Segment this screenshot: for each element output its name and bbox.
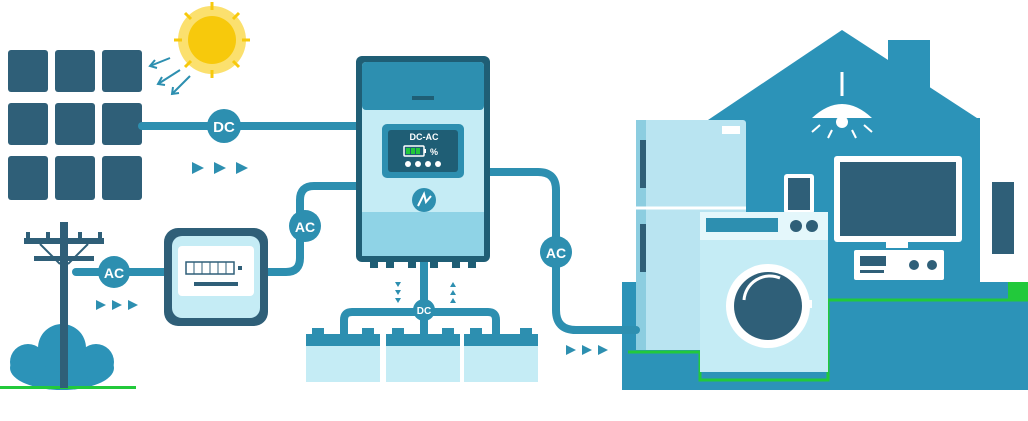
stereo-icon xyxy=(854,250,944,280)
connector-dc-solar: DC xyxy=(207,109,241,143)
label-meter: Meter xyxy=(200,344,232,358)
connector-ac-meter: AC xyxy=(289,210,321,242)
label-battery: Battery xyxy=(404,398,443,412)
svg-text:DC: DC xyxy=(213,119,235,136)
tv-icon xyxy=(834,156,962,248)
inverter-icon xyxy=(356,56,490,268)
connector-ac-grid: AC xyxy=(98,256,130,288)
battery-icon xyxy=(306,328,538,382)
sun-icon xyxy=(174,2,250,78)
svg-text:AC: AC xyxy=(295,219,315,235)
svg-text:AC: AC xyxy=(546,245,566,261)
speaker-icon xyxy=(784,174,814,214)
power-pole-icon xyxy=(0,222,136,390)
connector-ac-load: AC xyxy=(540,236,572,268)
svg-text:DC: DC xyxy=(417,306,431,317)
battery-flow-arrows xyxy=(395,282,456,303)
inverter-display-mode: DC-AC xyxy=(410,132,439,142)
meter-icon xyxy=(164,228,268,326)
tower-speaker-icon xyxy=(986,174,1020,280)
inverter-display-percent: % xyxy=(430,147,438,157)
connector-dc-battery: DC xyxy=(413,299,435,321)
solar-panel-icon xyxy=(8,50,142,200)
sun-rays xyxy=(148,57,191,96)
label-home: Home appliances & loads xyxy=(761,398,899,412)
label-solar-panel: Solar panels xyxy=(41,6,109,20)
washing-machine-icon xyxy=(700,212,828,372)
flow-arrows xyxy=(96,162,608,355)
label-grid: Power grid / Backup xyxy=(21,398,129,412)
svg-text:AC: AC xyxy=(104,265,124,281)
ceiling-lamp-icon xyxy=(811,72,873,139)
label-inverter: Inverter & Controller xyxy=(370,30,478,44)
